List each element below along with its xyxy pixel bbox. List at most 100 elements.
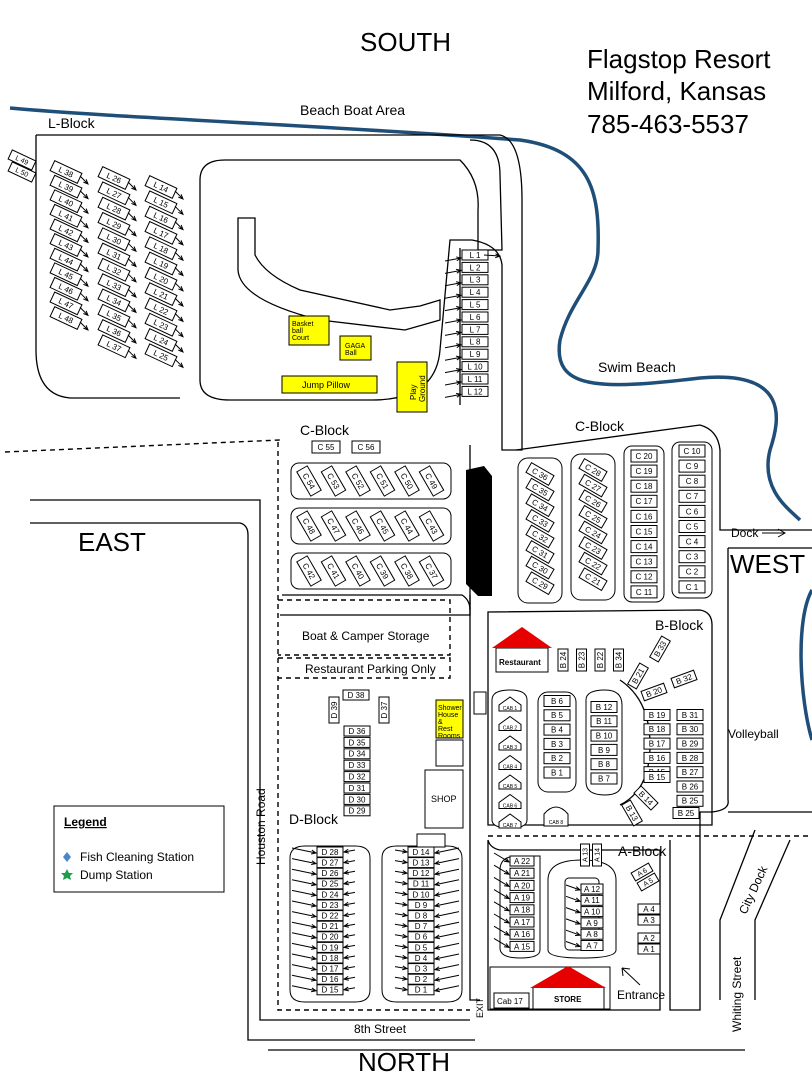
campsite[interactable]: B 19 [643,709,671,721]
cabin-8[interactable]: CAB 8 [543,806,569,827]
campsite[interactable]: A 3 [637,914,661,926]
campsite[interactable]: D 23 [316,899,344,911]
campsite[interactable]: B 1 [543,766,571,779]
campsite[interactable]: B 17 [643,737,671,750]
campsite[interactable]: B 13 [620,799,644,827]
campsite[interactable]: C 52 [345,465,371,497]
campsite[interactable]: A 13 [580,843,590,867]
campsite[interactable]: B 15 [643,771,671,783]
campsite[interactable]: L 40 [49,189,83,214]
campsite[interactable]: C 48 [296,510,322,542]
campsite[interactable]: L 43 [49,233,83,257]
campsite[interactable]: L 38 [49,160,83,184]
campsite[interactable]: B 31 [676,709,704,721]
campsite[interactable]: L 16 [144,205,178,230]
cabin[interactable]: CAB 2 [498,715,522,732]
campsite[interactable]: B 32 [670,669,698,689]
campsite[interactable]: C 2 [678,565,706,579]
campsite[interactable]: C 12 [630,570,658,584]
campsite[interactable]: D 28 [316,846,344,858]
campsite[interactable]: A 18 [509,904,535,916]
campsite[interactable]: B 24 [557,648,569,672]
campsite[interactable]: C 51 [369,465,396,497]
campsite[interactable]: B 14 [633,785,659,811]
campsite[interactable]: C 50 [394,465,420,497]
campsite[interactable]: L 27 [97,181,131,206]
campsite[interactable]: A 21 [509,867,535,879]
campsite[interactable]: L 22 [144,297,178,322]
campsite[interactable]: C 38 [394,555,420,587]
campsite[interactable]: D 33 [343,759,371,771]
campsite[interactable]: L 4 [461,286,489,298]
campsite[interactable]: L 33 [97,273,131,298]
campsite[interactable]: B 3 [543,737,571,750]
campsite[interactable]: D 29 [343,805,371,817]
campsite[interactable]: L 21 [144,282,178,307]
campsite[interactable]: A 15 [509,940,535,952]
campsite[interactable]: L 48 [49,306,83,330]
campsite[interactable]: C 19 [630,464,658,478]
campsite[interactable]: A 2 [637,932,661,944]
campsite[interactable]: L 23 [144,312,178,337]
campsite[interactable]: D 17 [316,963,344,975]
campsite[interactable]: L 49 [7,149,37,171]
campsite[interactable]: B 9 [590,743,618,756]
campsite[interactable]: L 20 [144,266,178,291]
campsite[interactable]: L 47 [49,291,83,316]
cabin[interactable]: CAB 5 [498,774,522,790]
campsite[interactable]: L 10 [461,361,489,373]
campsite[interactable]: L 18 [144,236,178,261]
basketball-court[interactable] [288,315,330,346]
campsite[interactable]: L 34 [97,288,131,313]
campsite[interactable]: C 5 [678,520,706,533]
campsite[interactable]: L 35 [97,303,131,328]
campsite[interactable]: L 37 [97,334,131,359]
campsite[interactable]: B 25 [676,794,704,807]
campsite[interactable]: D 7 [407,920,435,932]
campsite[interactable]: A 12 [580,883,604,895]
campsite[interactable]: A 22 [509,855,535,867]
campsite[interactable]: L 19 [144,251,178,276]
campsite[interactable]: C 53 [320,465,347,497]
playground[interactable] [396,361,428,413]
campsite[interactable]: C 9 [678,459,706,473]
campsite[interactable]: D 24 [316,888,344,900]
cabin[interactable]: CAB 7 [498,813,522,829]
campsite[interactable]: C 14 [630,540,658,554]
campsite[interactable]: L 12 [461,385,489,397]
campsite[interactable]: B 2 [543,752,571,765]
campsite[interactable]: B 22 [594,648,606,672]
campsite[interactable]: L 11 [461,373,489,385]
campsite[interactable]: B 16 [643,751,671,764]
campsite[interactable]: D 31 [343,782,371,794]
campsite[interactable]: A 14 [592,843,602,867]
shop-building[interactable] [424,769,464,829]
campsite[interactable]: C 41 [320,555,347,587]
campsite[interactable]: B 25 [672,807,700,819]
campsite[interactable]: D 3 [407,963,435,975]
campsite[interactable]: C 44 [394,510,420,542]
campsite[interactable]: B 18 [643,723,671,736]
campsite[interactable]: D 13 [407,857,435,869]
campsite[interactable]: B 29 [676,737,704,750]
campsite[interactable]: L 36 [97,319,131,343]
campsite[interactable]: D 34 [343,748,371,760]
campsite[interactable]: A 17 [509,916,535,928]
campsite[interactable]: L 30 [97,227,131,252]
campsite[interactable]: D 6 [407,931,435,943]
campsite[interactable]: D 1 [407,984,435,996]
campsite[interactable]: A 7 [580,940,604,951]
campsite[interactable]: C 37 [418,555,445,587]
campsite[interactable]: A 1 [637,943,661,955]
campsite[interactable]: D 20 [316,931,344,943]
campsite[interactable]: D 38 [342,689,370,701]
campsite[interactable]: D 10 [407,888,435,900]
campsite[interactable]: C 34 [525,493,555,518]
campsite[interactable]: C 7 [678,489,706,503]
campsite[interactable]: D 18 [316,952,344,964]
campsite[interactable]: D 16 [316,973,344,985]
campsite[interactable]: B 33 [648,635,672,663]
campsite[interactable]: L 5 [461,299,489,311]
campsite[interactable]: L 26 [97,166,131,190]
campsite[interactable]: B 26 [676,780,704,793]
